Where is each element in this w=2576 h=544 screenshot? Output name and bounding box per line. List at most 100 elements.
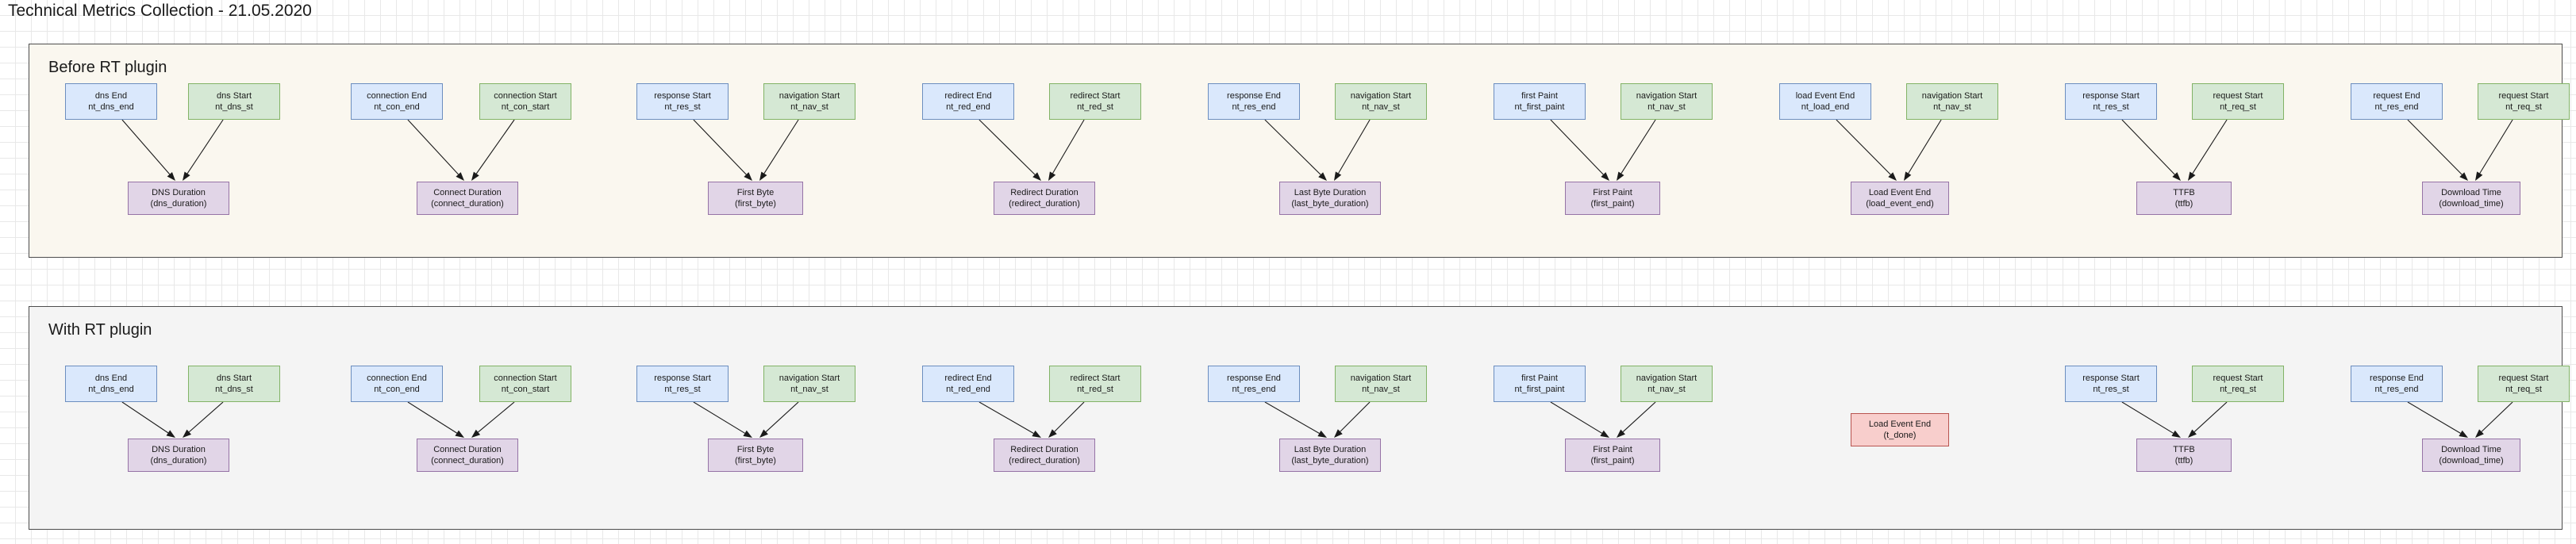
node-label-primary: redirect Start: [1070, 374, 1121, 383]
node-target-last-byte-duration[interactable]: Last Byte Duration(last_byte_duration): [1279, 182, 1381, 215]
node-label-primary: dns Start: [216, 91, 252, 101]
node-label-secondary: (dns_duration): [150, 199, 207, 209]
node-target-download-time[interactable]: Download Time(download_time): [2422, 439, 2520, 472]
node-label-primary: DNS Duration: [152, 445, 206, 454]
node-label-secondary: nt_first_paint: [1514, 102, 1565, 112]
node-label-secondary: nt_req_st: [2220, 102, 2256, 112]
node-label-secondary: nt_res_end: [1232, 102, 1276, 112]
node-target-redirect-duration[interactable]: Redirect Duration(redirect_duration): [994, 182, 1095, 215]
node-target-load-event-end[interactable]: Load Event End (load_event_end): [1851, 182, 1949, 215]
node-target-dns-duration[interactable]: DNS Duration(dns_duration): [128, 182, 229, 215]
node-label-primary: First Paint: [1593, 188, 1632, 197]
node-source-right-redirect-duration[interactable]: redirect Start nt_red_st: [1049, 366, 1141, 402]
node-label-primary: Last Byte Duration: [1294, 188, 1367, 197]
node-label-secondary: nt_con_end: [374, 102, 420, 112]
node-label-secondary: nt_red_st: [1077, 385, 1113, 394]
node-label-secondary: nt_red_end: [946, 385, 990, 394]
node-target-connect-duration[interactable]: Connect Duration(connect_duration): [417, 182, 518, 215]
node-target-redirect-duration[interactable]: Redirect Duration(redirect_duration): [994, 439, 1095, 472]
node-target-load-event-end[interactable]: Load Event End(t_done): [1851, 413, 1949, 446]
node-label-secondary: nt_res_st: [2093, 385, 2129, 394]
node-label-secondary: nt_con_start: [501, 102, 550, 112]
node-label-secondary: nt_nav_st: [1647, 385, 1686, 394]
section-title: With RT plugin: [48, 321, 152, 339]
node-label-secondary: nt_dns_end: [88, 102, 134, 112]
node-label-primary: request Start: [2498, 91, 2549, 101]
node-target-dns-duration[interactable]: DNS Duration(dns_duration): [128, 439, 229, 472]
node-label-secondary: (download_time): [2439, 199, 2504, 209]
node-label-primary: Last Byte Duration: [1294, 445, 1367, 454]
node-label-secondary: nt_nav_st: [1362, 102, 1400, 112]
node-label-primary: response Start: [654, 91, 711, 101]
node-source-right-dns-duration[interactable]: dns Start nt_dns_st: [188, 366, 280, 402]
node-label-secondary: nt_nav_st: [790, 385, 829, 394]
node-target-last-byte-duration[interactable]: Last Byte Duration(last_byte_duration): [1279, 439, 1381, 472]
node-label-primary: TTFB: [2173, 188, 2195, 197]
node-label-secondary: (redirect_duration): [1009, 199, 1080, 209]
node-label-primary: connection End: [367, 91, 427, 101]
node-label-primary: dns Start: [216, 374, 252, 383]
node-label-secondary: nt_dns_st: [215, 385, 253, 394]
node-label-primary: Load Event End: [1868, 188, 1932, 197]
node-label-primary: navigation Start: [1636, 91, 1697, 101]
node-label-secondary: nt_con_start: [501, 385, 550, 394]
node-label-secondary: (download_time): [2439, 456, 2504, 465]
node-label-secondary: nt_dns_st: [215, 102, 253, 112]
node-target-connect-duration[interactable]: Connect Duration(connect_duration): [417, 439, 518, 472]
node-label-primary: response End: [1227, 91, 1281, 101]
node-label-secondary: (ttfb): [2174, 456, 2193, 465]
node-label-secondary: nt_res_end: [2374, 102, 2419, 112]
node-target-download-time[interactable]: Download Time (download_time): [2422, 182, 2520, 215]
node-label-primary: dns End: [94, 91, 128, 101]
node-target-first-paint[interactable]: First Paint(first_paint): [1565, 439, 1660, 472]
node-label-secondary: (load_event_end): [1866, 199, 1934, 209]
node-label-secondary: nt_nav_st: [1647, 102, 1686, 112]
node-target-ttfb[interactable]: TTFB(ttfb): [2136, 439, 2232, 472]
node-label-secondary: nt_nav_st: [1933, 102, 1971, 112]
node-target-first-byte[interactable]: First Byte(first_byte): [708, 439, 803, 472]
node-target-first-paint[interactable]: First Paint (first_paint): [1565, 182, 1660, 215]
node-label-secondary: nt_con_end: [374, 385, 420, 394]
node-label-primary: Connect Duration: [433, 445, 502, 454]
node-label-primary: redirect End: [944, 91, 992, 101]
node-label-primary: dns End: [94, 374, 128, 383]
node-label-secondary: (first_paint): [1590, 199, 1635, 209]
node-target-first-byte[interactable]: First Byte(first_byte): [708, 182, 803, 215]
node-label-primary: Download Time: [2441, 188, 2501, 197]
node-label-primary: First Byte: [736, 188, 775, 197]
node-label-primary: request End: [2373, 91, 2420, 101]
node-target-ttfb[interactable]: TTFB(ttfb): [2136, 182, 2232, 215]
